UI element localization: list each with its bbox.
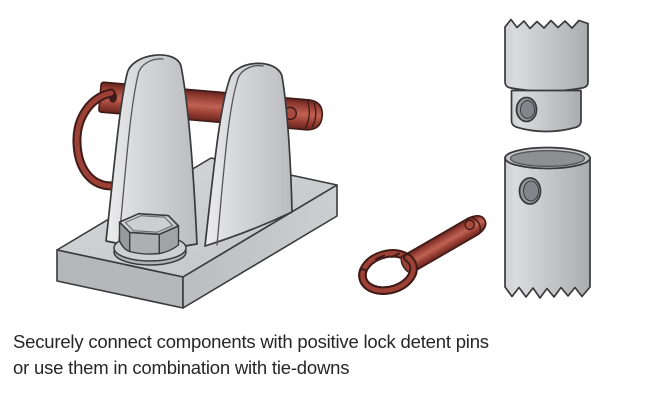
lower-tube [504, 146, 591, 299]
caption-line-2: or use them in combination with tie-down… [13, 357, 350, 378]
pull-ring-front [358, 252, 418, 295]
pin-tip-chamfer [304, 100, 317, 130]
bracket-assembly-figure [56, 54, 338, 309]
hex-chamfer-line [124, 215, 174, 233]
caption-line-1: Securely connect components with positiv… [13, 331, 489, 352]
upper-tube [504, 18, 589, 133]
upper-pin-hole-bore [520, 100, 535, 119]
pin-tip-cap [472, 217, 481, 232]
hex-bolt [113, 212, 187, 266]
right-lug [204, 62, 293, 247]
detent-ball [464, 219, 476, 231]
installed-pin-pull-ring [72, 88, 124, 191]
lower-pin-hole-bore [523, 180, 539, 202]
upper-tube-body [504, 18, 589, 93]
caption: Securely connect components with positiv… [13, 329, 633, 381]
tube-sections-figure [504, 18, 591, 299]
detent-pin-figure [358, 215, 487, 295]
lower-tube-body [504, 157, 591, 299]
lower-tube-opening [509, 149, 586, 167]
ring-clip-marks [375, 252, 400, 260]
